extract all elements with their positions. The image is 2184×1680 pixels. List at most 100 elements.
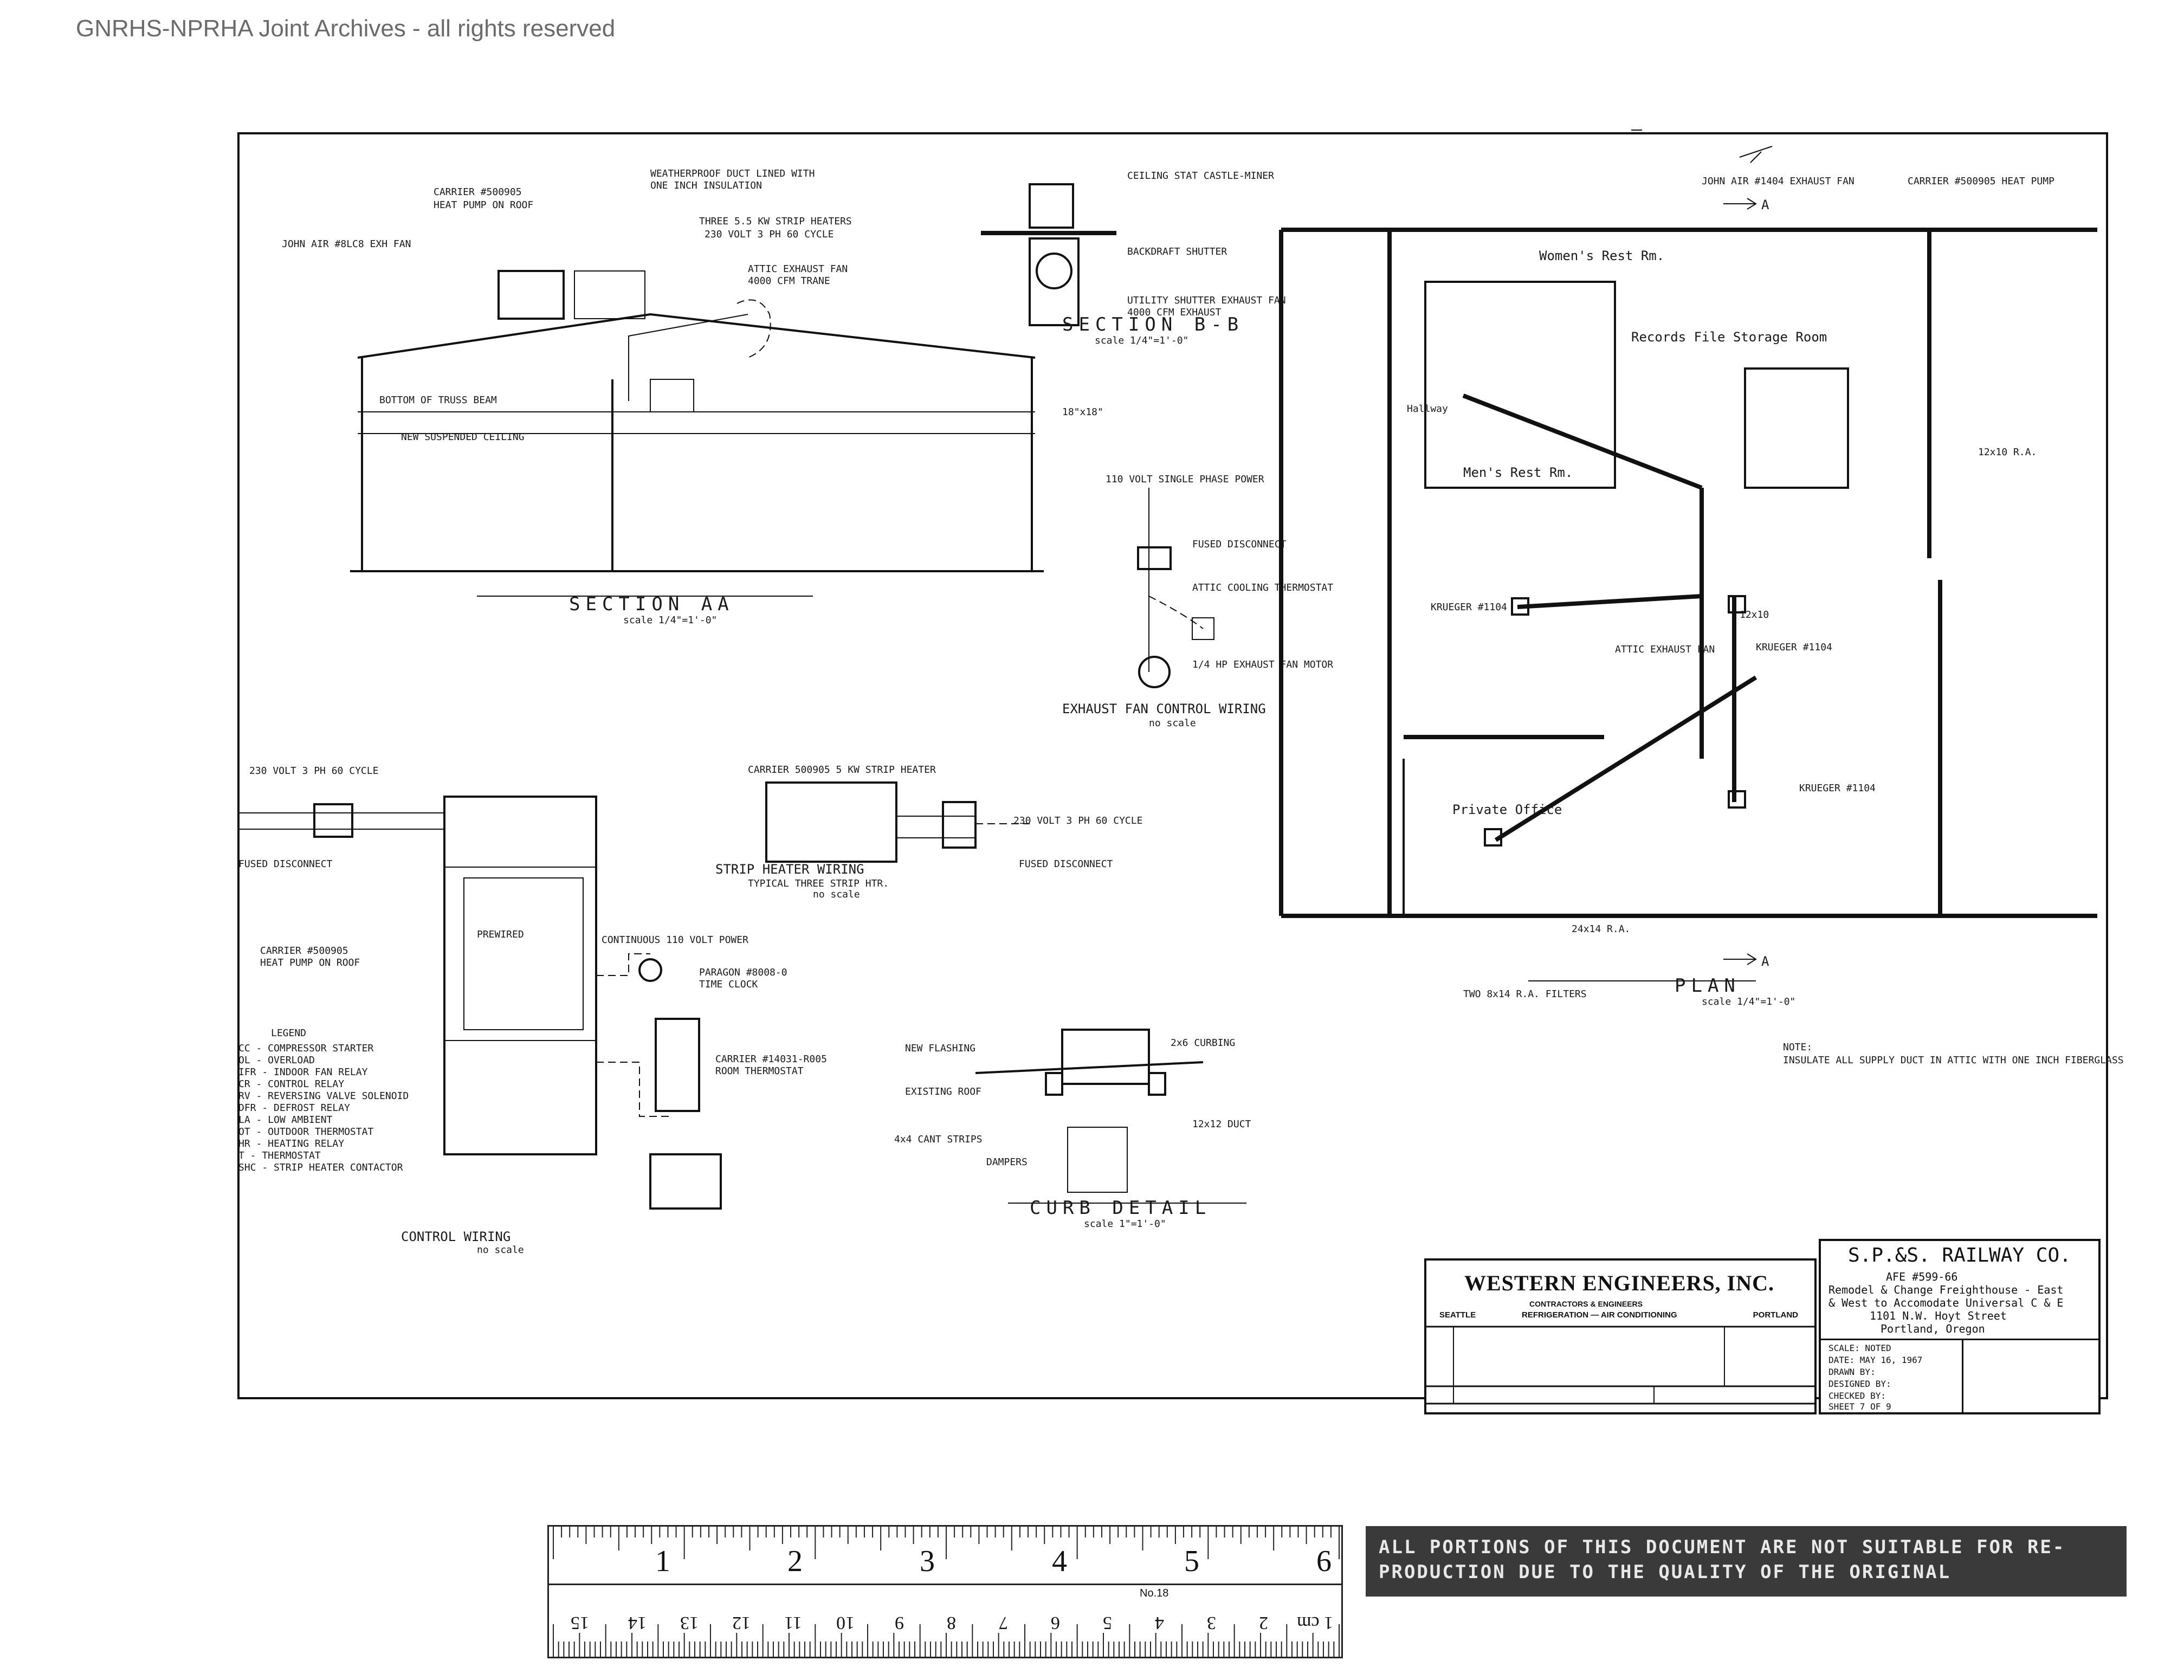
- control-wiring-title: CONTROL WIRING: [401, 1229, 511, 1244]
- legend-item: HR - HEATING RELAY: [238, 1138, 344, 1149]
- plan-room-records: Records File Storage Room: [1631, 329, 1827, 345]
- scale-ruler: 1 2 3 4 5 6 No.18 1 cm 2 3 4 5 6 7 8 9 1…: [547, 1525, 1343, 1658]
- ruler-cm-8: 8: [947, 1613, 956, 1633]
- svg-text:4x4 CANT STRIPS: 4x4 CANT STRIPS: [894, 1134, 983, 1145]
- section-aa-title: SECTION AA: [569, 593, 734, 615]
- ruler-cm-3: 3: [1207, 1613, 1216, 1633]
- svg-text:230 VOLT 3 PH 60 CYCLE: 230 VOLT 3 PH 60 CYCLE: [705, 229, 833, 240]
- railway-city: Portland, Oregon: [1881, 1322, 1985, 1335]
- ruler-inch-1: 1: [655, 1545, 670, 1578]
- legend-item: LA - LOW AMBIENT: [238, 1114, 333, 1126]
- legend-item: OL - OVERLOAD: [238, 1055, 315, 1066]
- curb-detail: NEW FLASHING EXISTING ROOF 4x4 CANT STRI…: [894, 1029, 1251, 1230]
- railway-drawn: DRAWN BY:: [1828, 1367, 1876, 1377]
- railway-afe: AFE #599-66: [1886, 1270, 1958, 1283]
- general-note: NOTE: INSULATE ALL SUPPLY DUCT IN ATTIC …: [1783, 1042, 2124, 1066]
- note-text: INSULATE ALL SUPPLY DUCT IN ATTIC WITH O…: [1783, 1055, 2124, 1066]
- svg-text:CARRIER #14031-R005: CARRIER #14031-R005: [715, 1054, 827, 1065]
- company-line2: REFRIGERATION — AIR CONDITIONING: [1522, 1310, 1677, 1320]
- plan-scale: scale 1/4"=1'-0": [1702, 996, 1795, 1007]
- ruler-inch-4: 4: [1052, 1545, 1067, 1578]
- svg-text:A: A: [1761, 954, 1769, 969]
- railway-checked: CHECKED BY:: [1828, 1391, 1886, 1401]
- svg-text:ATTIC COOLING THERMOSTAT: ATTIC COOLING THERMOSTAT: [1192, 582, 1333, 593]
- ruler-cm-14: 14: [628, 1613, 647, 1633]
- engineer-title-block: WESTERN ENGINEERS, INC. CONTRACTORS & EN…: [1424, 1258, 1817, 1414]
- section-aa: CARRIER #500905 HEAT PUMP ON ROOF WEATHE…: [282, 168, 1103, 626]
- exhaust-fan-control-wiring: 110 VOLT SINGLE PHASE POWER FUSED DISCON…: [1062, 474, 1333, 729]
- company-line1: CONTRACTORS & ENGINEERS: [1529, 1300, 1643, 1308]
- strip-heater-sub: TYPICAL THREE STRIP HTR.: [748, 878, 889, 889]
- ruler-inch-2: 2: [787, 1545, 803, 1578]
- svg-text:BACKDRAFT SHUTTER: BACKDRAFT SHUTTER: [1127, 246, 1227, 257]
- legend-item: DFR - DEFROST RELAY: [238, 1102, 350, 1114]
- legend-item: IFR - INDOOR FAN RELAY: [238, 1067, 368, 1078]
- railway-address: 1101 N.W. Hoyt Street: [1870, 1309, 2007, 1322]
- svg-text:4000 CFM TRANE: 4000 CFM TRANE: [748, 275, 830, 287]
- svg-text:ATTIC EXHAUST FAN: ATTIC EXHAUST FAN: [748, 263, 848, 275]
- svg-text:1/4 HP EXHAUST FAN MOTOR: 1/4 HP EXHAUST FAN MOTOR: [1192, 659, 1333, 670]
- svg-text:A: A: [1761, 197, 1769, 212]
- svg-text:EXISTING ROOF: EXISTING ROOF: [905, 1086, 981, 1097]
- ruler-inch-6: 6: [1316, 1545, 1332, 1578]
- floor-plan: Women's Rest Rm. Records File Storage Ro…: [1279, 130, 2097, 1007]
- company-city-right: PORTLAND: [1753, 1310, 1798, 1320]
- svg-text:TIME CLOCK: TIME CLOCK: [699, 979, 758, 990]
- ruler-cm-12: 12: [732, 1613, 751, 1633]
- curb-detail-scale: scale 1"=1'-0": [1084, 1218, 1166, 1230]
- svg-text:12x10: 12x10: [1740, 609, 1769, 621]
- ruler-cm-7: 7: [999, 1613, 1008, 1633]
- svg-text:HEAT PUMP ON ROOF: HEAT PUMP ON ROOF: [434, 199, 533, 211]
- railway-designed: DESIGNED BY:: [1828, 1379, 1891, 1389]
- control-wiring: 230 VOLT 3 PH 60 CYCLE FUSED DISCONNECT …: [238, 765, 827, 1256]
- ruler-inch-5: 5: [1184, 1545, 1199, 1578]
- svg-text:PARAGON #8008-0: PARAGON #8008-0: [699, 967, 787, 978]
- company-name: WESTERN ENGINEERS, INC.: [1464, 1271, 1775, 1295]
- ruler-cm-4: 4: [1155, 1613, 1164, 1633]
- svg-text:JOHN AIR #8LC8 EXH FAN: JOHN AIR #8LC8 EXH FAN: [282, 238, 411, 250]
- plan-room-mens: Men's Rest Rm.: [1463, 465, 1573, 480]
- svg-text:CARRIER #500905: CARRIER #500905: [260, 945, 348, 957]
- plan-title: PLAN: [1675, 975, 1741, 997]
- railway-name: S.P.&S. RAILWAY CO.: [1848, 1244, 2071, 1267]
- svg-text:UTILITY SHUTTER EXHAUST FAN: UTILITY SHUTTER EXHAUST FAN: [1127, 295, 1286, 306]
- ruler-inch-ticks: [553, 1527, 1340, 1559]
- svg-text:WEATHERPROOF DUCT LINED WITH: WEATHERPROOF DUCT LINED WITH: [650, 168, 815, 179]
- railway-scale: SCALE: NOTED: [1828, 1343, 1891, 1353]
- svg-text:4000 CFM EXHAUST: 4000 CFM EXHAUST: [1127, 307, 1222, 318]
- legend-item: T - THERMOSTAT: [238, 1150, 321, 1161]
- svg-text:CARRIER #500905 HEAT PUMP: CARRIER #500905 HEAT PUMP: [1908, 176, 2054, 187]
- svg-text:230 VOLT 3 PH 60 CYCLE: 230 VOLT 3 PH 60 CYCLE: [1013, 815, 1142, 826]
- svg-text:110 VOLT SINGLE PHASE POWER: 110 VOLT SINGLE PHASE POWER: [1106, 474, 1264, 485]
- legend-item: OT - OUTDOOR THERMOSTAT: [238, 1126, 373, 1138]
- svg-text:230 VOLT 3 PH 60 CYCLE: 230 VOLT 3 PH 60 CYCLE: [249, 765, 378, 777]
- plan-room-private-office: Private Office: [1452, 802, 1562, 817]
- ruler-cm-ticks: [553, 1624, 1340, 1657]
- curb-detail-title: CURB DETAIL: [1030, 1197, 1211, 1219]
- svg-text:18"x18": 18"x18": [1062, 406, 1103, 418]
- svg-text:FUSED DISCONNECT: FUSED DISCONNECT: [1019, 858, 1113, 870]
- section-bb: CEILING STAT CASTLE-MINER BACKDRAFT SHUT…: [981, 170, 1286, 346]
- plan-room-womens: Women's Rest Rm.: [1539, 248, 1664, 263]
- ruler-cm-5: 5: [1103, 1613, 1112, 1633]
- railway-title-block: S.P.&S. RAILWAY CO. AFE #599-66 Remodel …: [1819, 1239, 2101, 1414]
- control-wiring-scale: no scale: [477, 1244, 524, 1256]
- svg-text:FUSED DISCONNECT: FUSED DISCONNECT: [238, 858, 333, 870]
- svg-text:FUSED DISCONNECT: FUSED DISCONNECT: [1192, 539, 1287, 550]
- svg-text:HEAT PUMP ON ROOF: HEAT PUMP ON ROOF: [260, 957, 360, 968]
- svg-text:KRUEGER #1104: KRUEGER #1104: [1431, 602, 1507, 613]
- ruler-cm-10: 10: [836, 1613, 855, 1633]
- reproduction-notice: ALL PORTIONS OF THIS DOCUMENT ARE NOT SU…: [1366, 1526, 2127, 1597]
- ruler-cm-11: 11: [784, 1613, 802, 1633]
- legend-item: CC - COMPRESSOR STARTER: [238, 1043, 373, 1054]
- svg-text:ONE INCH INSULATION: ONE INCH INSULATION: [650, 180, 762, 191]
- exhaust-wiring-title: EXHAUST FAN CONTROL WIRING: [1062, 701, 1266, 716]
- ruler-cm-1: 1 cm: [1297, 1613, 1334, 1633]
- railway-desc2: & West to Accomodate Universal C & E: [1828, 1296, 2064, 1309]
- svg-text:CARRIER 500905 5 KW STRIP HEAT: CARRIER 500905 5 KW STRIP HEATER: [748, 764, 936, 776]
- railway-divider: [1821, 1339, 2098, 1340]
- legend-item: CR - CONTROL RELAY: [238, 1078, 344, 1090]
- svg-text:2x6 CURBING: 2x6 CURBING: [1171, 1037, 1235, 1049]
- svg-text:12x10 R.A.: 12x10 R.A.: [1978, 447, 2037, 458]
